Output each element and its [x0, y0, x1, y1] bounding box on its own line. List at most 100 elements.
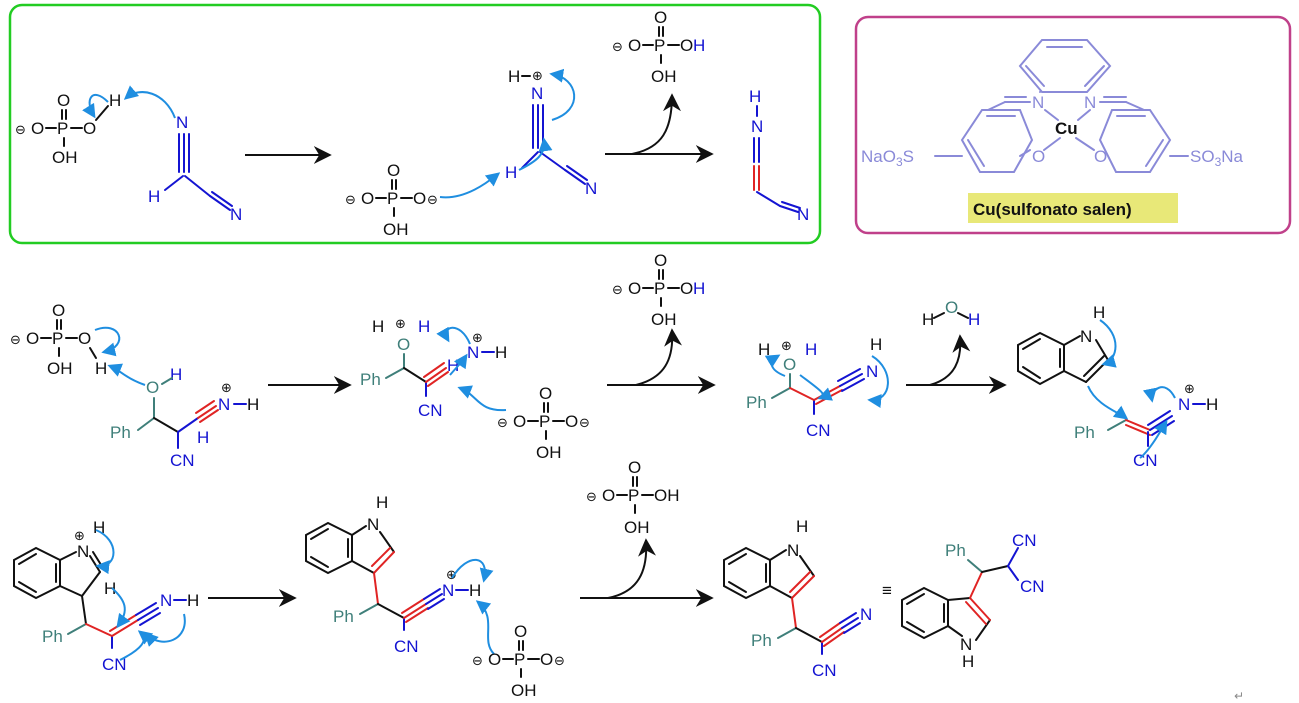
svg-text:O: O	[654, 8, 667, 27]
svg-text:N: N	[866, 362, 878, 381]
svg-text:OH: OH	[536, 443, 562, 462]
svg-text:OH: OH	[52, 148, 78, 167]
product-indole: N H Ph CN N	[723, 517, 872, 680]
indole-ketenimine: N H Ph CN N ⊕ H	[1017, 303, 1218, 470]
elimination-intermediate: H ⊕ H O Ph CN N H	[746, 335, 882, 440]
svg-text:N: N	[787, 541, 799, 560]
aldol-adduct: O H Ph H CN N ⊕ H	[110, 365, 259, 470]
svg-text:H: H	[376, 493, 388, 512]
svg-text:H: H	[968, 310, 980, 329]
svg-text:H: H	[197, 428, 209, 447]
svg-text:O: O	[945, 298, 958, 317]
svg-text:H: H	[187, 591, 199, 610]
protonated-alcohol: H ⊕ H O Ph CN H N ⊕ H	[360, 316, 507, 420]
svg-text:O: O	[680, 279, 693, 298]
svg-text:⊕: ⊕	[395, 316, 406, 331]
svg-text:O: O	[78, 329, 91, 348]
svg-text:Ph: Ph	[360, 370, 381, 389]
svg-text:N: N	[467, 343, 479, 362]
svg-text:Ph: Ph	[1074, 423, 1095, 442]
svg-text:H: H	[796, 517, 808, 536]
svg-text:N: N	[797, 205, 809, 224]
svg-text:O: O	[387, 161, 400, 180]
malononitrile-1: N H N	[148, 113, 242, 224]
svg-text:CN: CN	[1133, 451, 1158, 470]
catalyst-label: Cu(sulfonato salen)	[973, 200, 1132, 219]
svg-text:O: O	[31, 119, 44, 138]
svg-text:N: N	[77, 542, 89, 561]
svg-text:CN: CN	[1012, 531, 1037, 550]
svg-text:H: H	[870, 335, 882, 354]
svg-text:OH: OH	[651, 67, 677, 86]
svg-text:P: P	[52, 329, 63, 348]
svg-text:⊕: ⊕	[221, 380, 232, 395]
svg-text:H: H	[1093, 303, 1105, 322]
svg-text:H: H	[749, 87, 761, 106]
svg-text:N: N	[367, 515, 379, 534]
svg-text:⊖: ⊖	[472, 653, 483, 668]
svg-text:OH: OH	[383, 220, 409, 239]
svg-text:Ph: Ph	[42, 627, 63, 646]
svg-text:CN: CN	[170, 451, 195, 470]
svg-text:H: H	[505, 163, 517, 182]
svg-text:⊖: ⊖	[579, 415, 590, 430]
svg-text:O: O	[413, 189, 426, 208]
svg-text:SO3Na: SO3Na	[1190, 147, 1244, 169]
phosphate-acid-1: ⊖ O P O OH O H	[15, 91, 121, 167]
svg-text:Ph: Ph	[110, 423, 131, 442]
svg-text:N: N	[218, 395, 230, 414]
svg-text:CN: CN	[1020, 577, 1045, 596]
svg-text:O: O	[83, 119, 96, 138]
svg-text:Ph: Ph	[746, 393, 767, 412]
svg-text:P: P	[654, 36, 665, 55]
ketenimine-1: H N N	[749, 87, 809, 224]
return-mark: ↵	[1234, 689, 1244, 703]
protonated-nitrile: H ⊕ N H N	[505, 67, 597, 198]
svg-text:H: H	[693, 279, 705, 298]
svg-text:CN: CN	[806, 421, 831, 440]
svg-text:N: N	[442, 581, 454, 600]
equivalent-symbol: ≡	[882, 581, 892, 600]
svg-text:O: O	[514, 622, 527, 641]
svg-text:OH: OH	[511, 681, 537, 700]
svg-text:P: P	[628, 486, 639, 505]
svg-text:N: N	[751, 117, 763, 136]
svg-text:H: H	[170, 365, 182, 384]
svg-text:⊖: ⊖	[612, 282, 623, 297]
svg-text:O: O	[361, 189, 374, 208]
activation-box	[8, 3, 822, 245]
svg-text:N: N	[1080, 327, 1092, 346]
svg-text:CN: CN	[812, 661, 837, 680]
svg-text:⊖: ⊖	[10, 332, 21, 347]
svg-text:O: O	[628, 279, 641, 298]
svg-text:O: O	[1094, 147, 1107, 166]
water: H O H	[922, 298, 980, 329]
svg-text:OH: OH	[47, 359, 73, 378]
svg-text:O: O	[602, 486, 615, 505]
svg-text:N: N	[160, 591, 172, 610]
phosphoric-acid-released-2: ⊖ O P O OH O H	[612, 251, 705, 329]
phosphoric-acid-released-1: ⊖ O P O OH O H	[612, 8, 705, 86]
svg-text:P: P	[57, 119, 68, 138]
svg-text:⊖: ⊖	[427, 192, 438, 207]
svg-text:H: H	[1206, 395, 1218, 414]
svg-text:P: P	[654, 279, 665, 298]
product-indole-alt: N H Ph CN CN	[901, 531, 1045, 671]
svg-text:H: H	[508, 67, 520, 86]
phosphate-dianion-1: ⊖ O P O OH O ⊖	[345, 161, 438, 239]
svg-text:N: N	[1084, 93, 1096, 112]
svg-text:P: P	[539, 412, 550, 431]
salen-catalyst: N N Cu O O NaO3S SO3Na	[861, 39, 1244, 173]
svg-text:H: H	[418, 317, 430, 336]
svg-text:CN: CN	[418, 401, 443, 420]
svg-text:N: N	[860, 605, 872, 624]
svg-text:H: H	[104, 579, 116, 598]
svg-text:H: H	[805, 340, 817, 359]
svg-text:Ph: Ph	[945, 541, 966, 560]
svg-text:H: H	[469, 581, 481, 600]
svg-text:⊖: ⊖	[15, 122, 26, 137]
svg-text:⊖: ⊖	[345, 192, 356, 207]
svg-text:O: O	[628, 36, 641, 55]
svg-text:⊕: ⊕	[532, 68, 543, 83]
svg-text:OH: OH	[654, 486, 680, 505]
